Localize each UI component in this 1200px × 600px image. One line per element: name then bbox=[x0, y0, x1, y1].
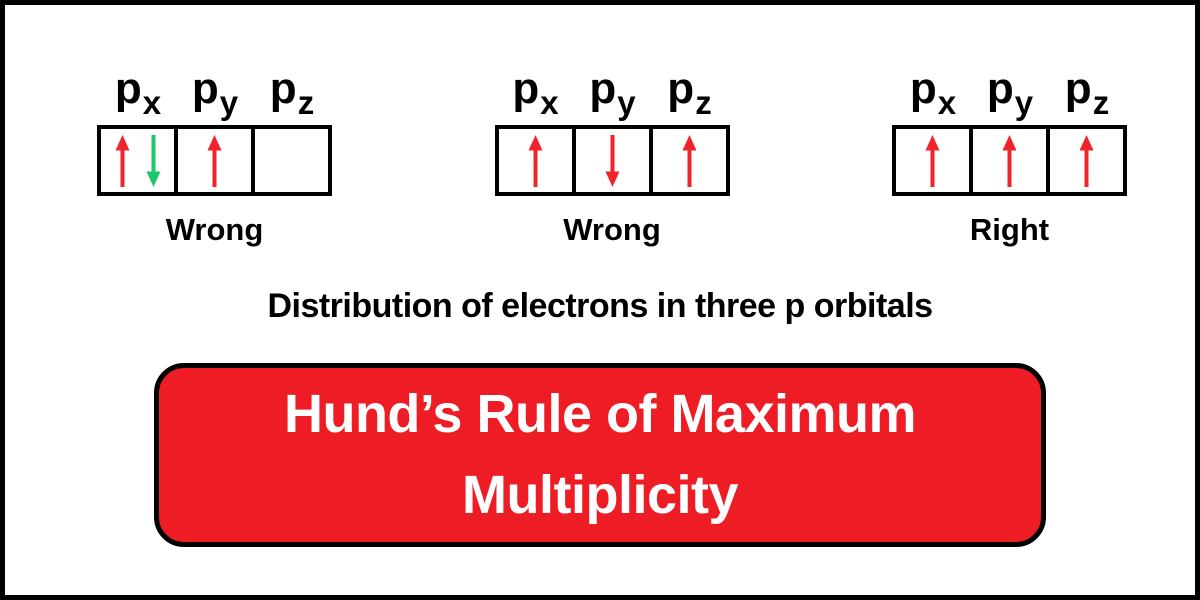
orbital-label-py: py bbox=[191, 64, 239, 121]
down-arrow-icon bbox=[605, 134, 619, 187]
up-arrow-icon bbox=[682, 134, 696, 187]
orbital-box-px bbox=[896, 129, 973, 192]
orbital-box-py bbox=[973, 129, 1050, 192]
orbital-label-px: px bbox=[114, 64, 162, 121]
orbital-boxes bbox=[97, 125, 332, 196]
orbital-boxes bbox=[892, 125, 1127, 196]
up-arrow-icon bbox=[1079, 134, 1094, 187]
orbital-label-px: px bbox=[512, 64, 559, 121]
orbital-box-py bbox=[576, 129, 653, 192]
up-arrow-icon bbox=[1002, 134, 1017, 187]
up-arrow-icon bbox=[115, 134, 129, 187]
orbital-box-px bbox=[499, 129, 576, 192]
orbital-label-py: py bbox=[589, 64, 636, 121]
banner-line2: Multiplicity bbox=[462, 465, 739, 525]
up-arrow-icon bbox=[925, 134, 940, 187]
hunds-rule-banner: Hund’s Rule of Maximum Multiplicity bbox=[154, 363, 1046, 547]
orbital-box-py bbox=[178, 129, 255, 192]
down-arrow-icon bbox=[146, 134, 160, 187]
orbital-boxes bbox=[494, 125, 730, 196]
orbital-label-px: px bbox=[909, 64, 957, 121]
up-arrow-icon bbox=[207, 134, 222, 187]
verdict-label-left: Wrong bbox=[165, 212, 264, 247]
orbital-label-pz: pz bbox=[667, 64, 712, 121]
orbital-label-py: py bbox=[986, 64, 1034, 121]
up-arrow-icon bbox=[528, 134, 542, 187]
orbital-box-px bbox=[101, 129, 178, 192]
orbital-box-pz bbox=[653, 129, 726, 192]
orbital-label-pz: pz bbox=[1064, 64, 1110, 121]
orbital-label-pz: pz bbox=[269, 64, 315, 121]
verdict-label-middle: Wrong bbox=[563, 212, 661, 247]
verdict-label-right: Right bbox=[969, 212, 1050, 247]
banner-line1: Hund’s Rule of Maximum bbox=[283, 384, 917, 444]
orbital-box-pz bbox=[1050, 129, 1123, 192]
caption-text: Distribution of electrons in three p orb… bbox=[267, 287, 933, 325]
orbital-box-pz bbox=[255, 129, 328, 192]
